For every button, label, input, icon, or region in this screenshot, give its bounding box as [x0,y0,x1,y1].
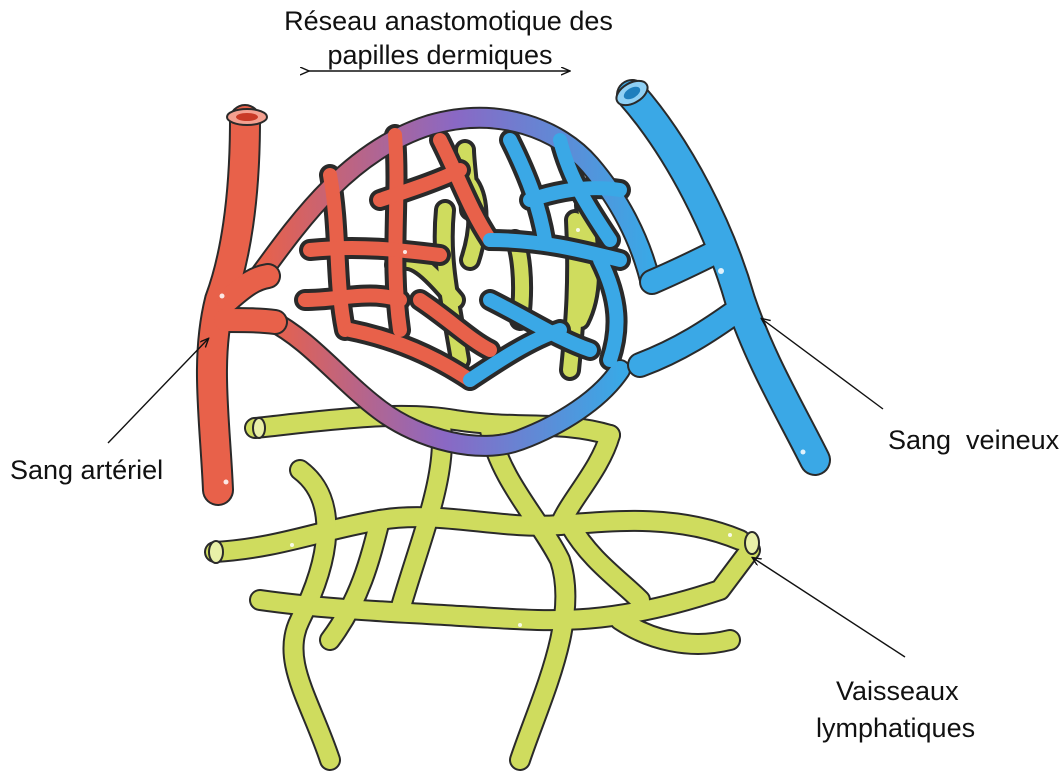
arterial-arrow [108,339,208,443]
capillary-arterial-4 [305,296,400,300]
venous-blood-label: Sang veineux [888,425,1059,456]
arterial-blood-label: Sang artériel [10,455,163,486]
lymph-vessel-opening-left [209,541,223,563]
diagram-title-line-2: papilles dermiques [0,40,880,71]
lymph-vessel-main-horizontal [215,517,740,552]
lymph-vessel-opening-right [745,532,759,554]
lymphatic-vessels-label-line-1: Vaisseaux [836,676,959,707]
lymphatic-arrow [753,558,905,657]
diagram-title-line-1: Réseau anastomotique des [0,6,897,37]
lymph-vessel-opening-left-top [253,418,265,438]
artery-branch-lower [225,320,275,322]
lymphatic-vessels-label-line-2: lymphatiques [816,713,975,744]
capillary-arterial-3 [310,248,440,255]
vein-branch-upper [652,250,720,282]
lymph-vessel-right-link [570,525,640,600]
